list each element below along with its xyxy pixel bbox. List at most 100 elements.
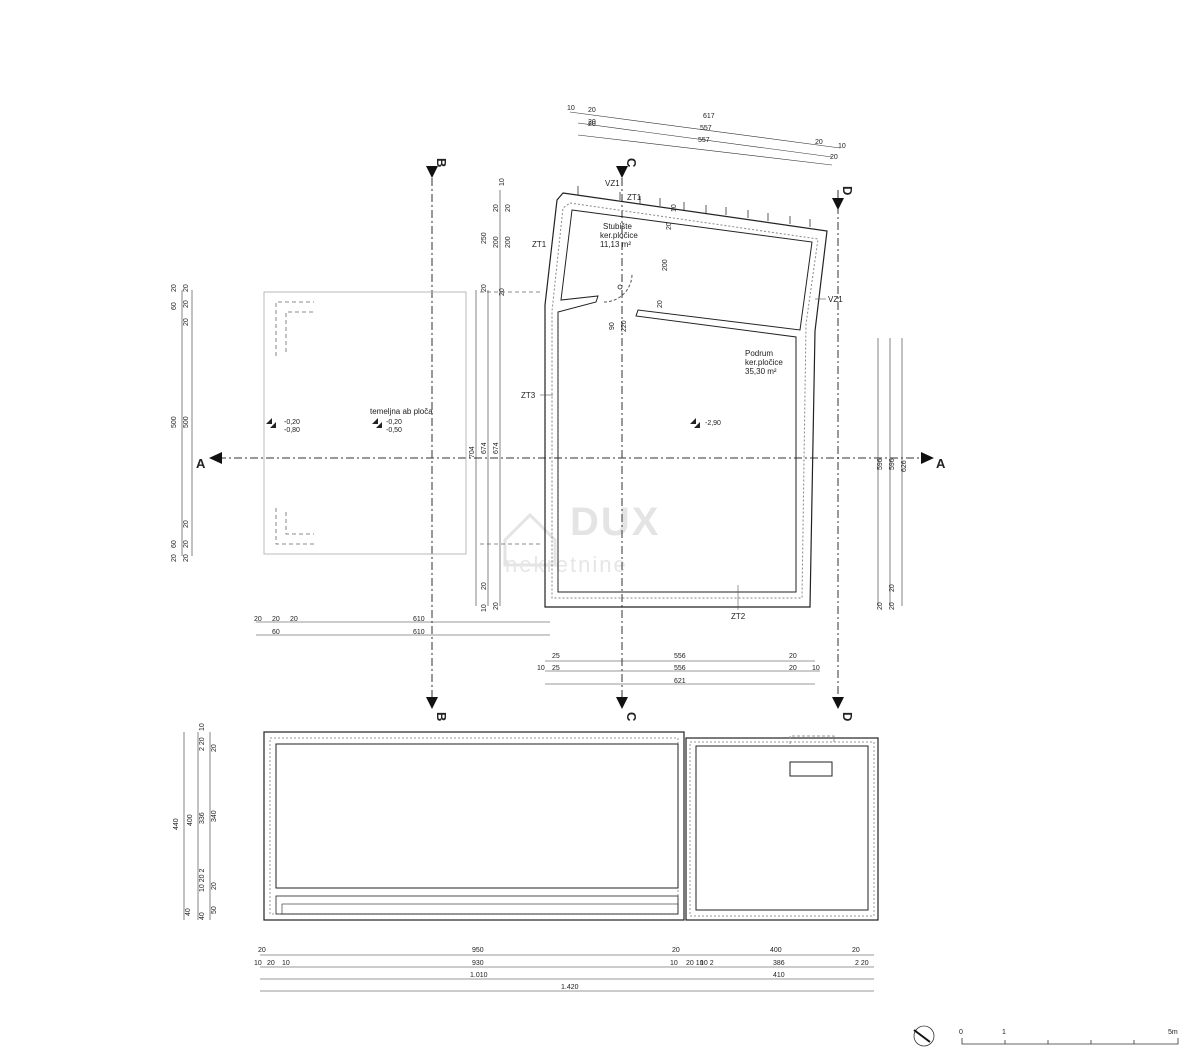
dim-r-626: 626 — [901, 460, 908, 472]
dim-g-50: 50 — [211, 906, 218, 914]
watermark: DUX nekretnine — [503, 500, 660, 577]
level-symbol-basement — [690, 418, 700, 428]
dim-gh-10a: 10 — [254, 960, 262, 967]
wall-tag-zt3: ZT3 — [521, 391, 536, 400]
dim-g-340: 340 — [211, 810, 218, 822]
dim-gh-20a: 20 — [258, 947, 266, 954]
dim-l-20g: 20 — [183, 554, 190, 562]
dim-l-60b: 60 — [171, 540, 178, 548]
dim-g-336: 336 — [199, 812, 206, 824]
dim-gh-10-2: 10 2 — [700, 960, 714, 967]
dim-v-220: 220 — [621, 320, 628, 332]
dim-g-20b: 20 — [211, 882, 218, 890]
dim-l-20f: 20 — [183, 540, 190, 548]
dim-g-10: 10 — [199, 723, 206, 731]
dim-gh-20c: 20 — [852, 947, 860, 954]
stair-room-name: Stubište — [603, 222, 632, 231]
slab-label: temeljna ab ploča — [370, 407, 433, 416]
dim-v-10a: 10 — [499, 178, 506, 186]
section-label-d-top: D — [840, 186, 855, 195]
dim-top-20e: 20 — [830, 154, 838, 161]
dim-g-40b: 40 — [199, 912, 206, 920]
dim-top-20a: 20 — [588, 107, 596, 114]
dim-top-557a: 557 — [700, 125, 712, 132]
dim-top-10b: 10 — [838, 143, 846, 150]
dim-h-610a: 610 — [413, 616, 425, 623]
section-arrow-a-left — [209, 452, 222, 464]
section-lines — [218, 178, 925, 700]
wall-tag-vz1-right: VZ1 — [828, 295, 843, 304]
stair-room-floor: ker.pločice — [600, 231, 638, 240]
section-arrow-a-right — [921, 452, 934, 464]
level-symbol-slab — [372, 418, 382, 428]
scale-bar — [961, 1038, 1179, 1045]
section-markers — [209, 166, 934, 709]
basement-room-floor: ker.pločice — [745, 358, 783, 367]
dim-l-20h: 20 — [171, 554, 178, 562]
dim-l-500b: 500 — [183, 416, 190, 428]
dim-v-674a: 674 — [481, 442, 488, 454]
dim-gh-20d: 20 — [267, 960, 275, 967]
dim-v-200b: 200 — [505, 236, 512, 248]
dim-v-200a: 200 — [493, 236, 500, 248]
dim-gh-1420: 1.420 — [561, 984, 579, 991]
dim-gh-20b: 20 — [672, 947, 680, 954]
dim-g-20a: 20 — [211, 744, 218, 752]
dim-v-20f: 20 — [493, 602, 500, 610]
dim-b-556b: 556 — [674, 665, 686, 672]
dim-gh-10b: 10 — [282, 960, 290, 967]
dim-b-621: 621 — [674, 678, 686, 685]
level-slab-bottom: -0,50 — [386, 427, 402, 434]
dim-gh-400: 400 — [770, 947, 782, 954]
wall-tag-zt1-top: ZT1 — [627, 193, 642, 202]
dim-gh-410: 410 — [773, 972, 785, 979]
dim-top-20d: 20 — [815, 139, 823, 146]
section-label-c-top: C — [624, 158, 639, 168]
dim-v-250: 250 — [481, 232, 488, 244]
dim-v-20a: 20 — [493, 204, 500, 212]
dim-v-10c: 10 — [671, 204, 678, 212]
section-arrow-d-bottom — [832, 697, 844, 709]
dim-g-10-20-2: 10 20 2 — [199, 869, 206, 892]
dim-l-20e: 20 — [183, 520, 190, 528]
section-arrow-c-bottom — [616, 697, 628, 709]
level-symbol-left — [266, 418, 276, 428]
dim-v-20b: 20 — [505, 204, 512, 212]
dim-l-60a: 60 — [171, 302, 178, 310]
dim-b-20a: 20 — [789, 653, 797, 660]
dim-top-20c: 20 — [588, 121, 596, 128]
dim-v-200c: 200 — [662, 259, 669, 271]
dim-h-610b: 610 — [413, 629, 425, 636]
section-arrow-b-bottom — [426, 697, 438, 709]
scale-label-5m: 5m — [1168, 1029, 1178, 1036]
dim-h-20a: 20 — [254, 616, 262, 623]
section-label-c-bottom: C — [624, 712, 639, 722]
dim-v-10b: 10 — [481, 604, 488, 612]
level-symbols — [266, 418, 700, 428]
dimension-lines — [181, 111, 903, 992]
dim-l-20b: 20 — [183, 284, 190, 292]
dim-gh-950: 950 — [472, 947, 484, 954]
dim-r-20b: 20 — [877, 602, 884, 610]
dim-v-704: 704 — [469, 446, 476, 458]
dim-v-20g: 20 — [666, 222, 673, 230]
dim-b-10a: 10 — [537, 665, 545, 672]
dim-r-596a: 596 — [877, 458, 884, 470]
section-arrow-c-top — [616, 166, 628, 178]
dim-b-25a: 25 — [552, 653, 560, 660]
dim-v-20h: 20 — [657, 300, 664, 308]
dim-v-20c: 20 — [481, 284, 488, 292]
dim-gh-1010: 1.010 — [470, 972, 488, 979]
dim-l-20d: 20 — [183, 318, 190, 326]
dim-g-2-20: 2 20 — [199, 737, 206, 751]
dim-top-617: 617 — [703, 113, 715, 120]
dim-top-557b: 557 — [698, 137, 710, 144]
section-arrow-d-top — [832, 198, 844, 210]
dim-v-20d: 20 — [499, 288, 506, 296]
dim-v-674b: 674 — [493, 442, 500, 454]
section-label-a-right: A — [936, 456, 946, 471]
dim-h-60: 60 — [272, 629, 280, 636]
dim-v-20e: 20 — [481, 582, 488, 590]
watermark-brand: DUX — [570, 500, 660, 544]
